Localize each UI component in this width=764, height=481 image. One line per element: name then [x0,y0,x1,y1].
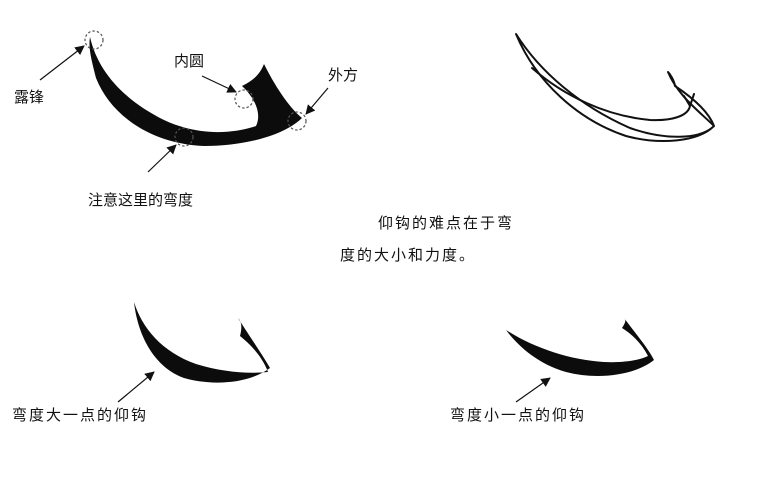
label-wai-fang: 外方 [328,66,358,84]
note-line-2: 度的大小和力度。 [340,246,476,264]
label-lu-feng: 露锋 [14,88,44,106]
caption-smaller-curve: 弯度小一点的仰钩 [450,406,586,424]
arrow-nei-yuan [201,75,237,93]
arrow-wai-fang [305,87,329,115]
main-hook-stroke [89,37,303,146]
caption-bigger-curve: 弯度大一点的仰钩 [12,406,148,424]
smaller-curve-hook [506,318,654,376]
label-curve: 注意这里的弯度 [88,191,193,209]
bigger-curve-hook [134,302,270,383]
inner-circle [234,89,254,109]
arrow-lu-feng [39,45,85,81]
outline-hook-stroke [515,33,715,142]
arrow-smaller-curve [515,377,551,403]
curve-circle [174,127,194,147]
label-nei-yuan: 内圆 [174,52,204,70]
note-line-1: 仰钩的难点在于弯 [378,214,514,232]
arrow-bigger-curve [117,371,155,403]
outer-circle [287,111,307,131]
tip-circle [84,30,104,50]
arrow-curve [147,144,177,173]
